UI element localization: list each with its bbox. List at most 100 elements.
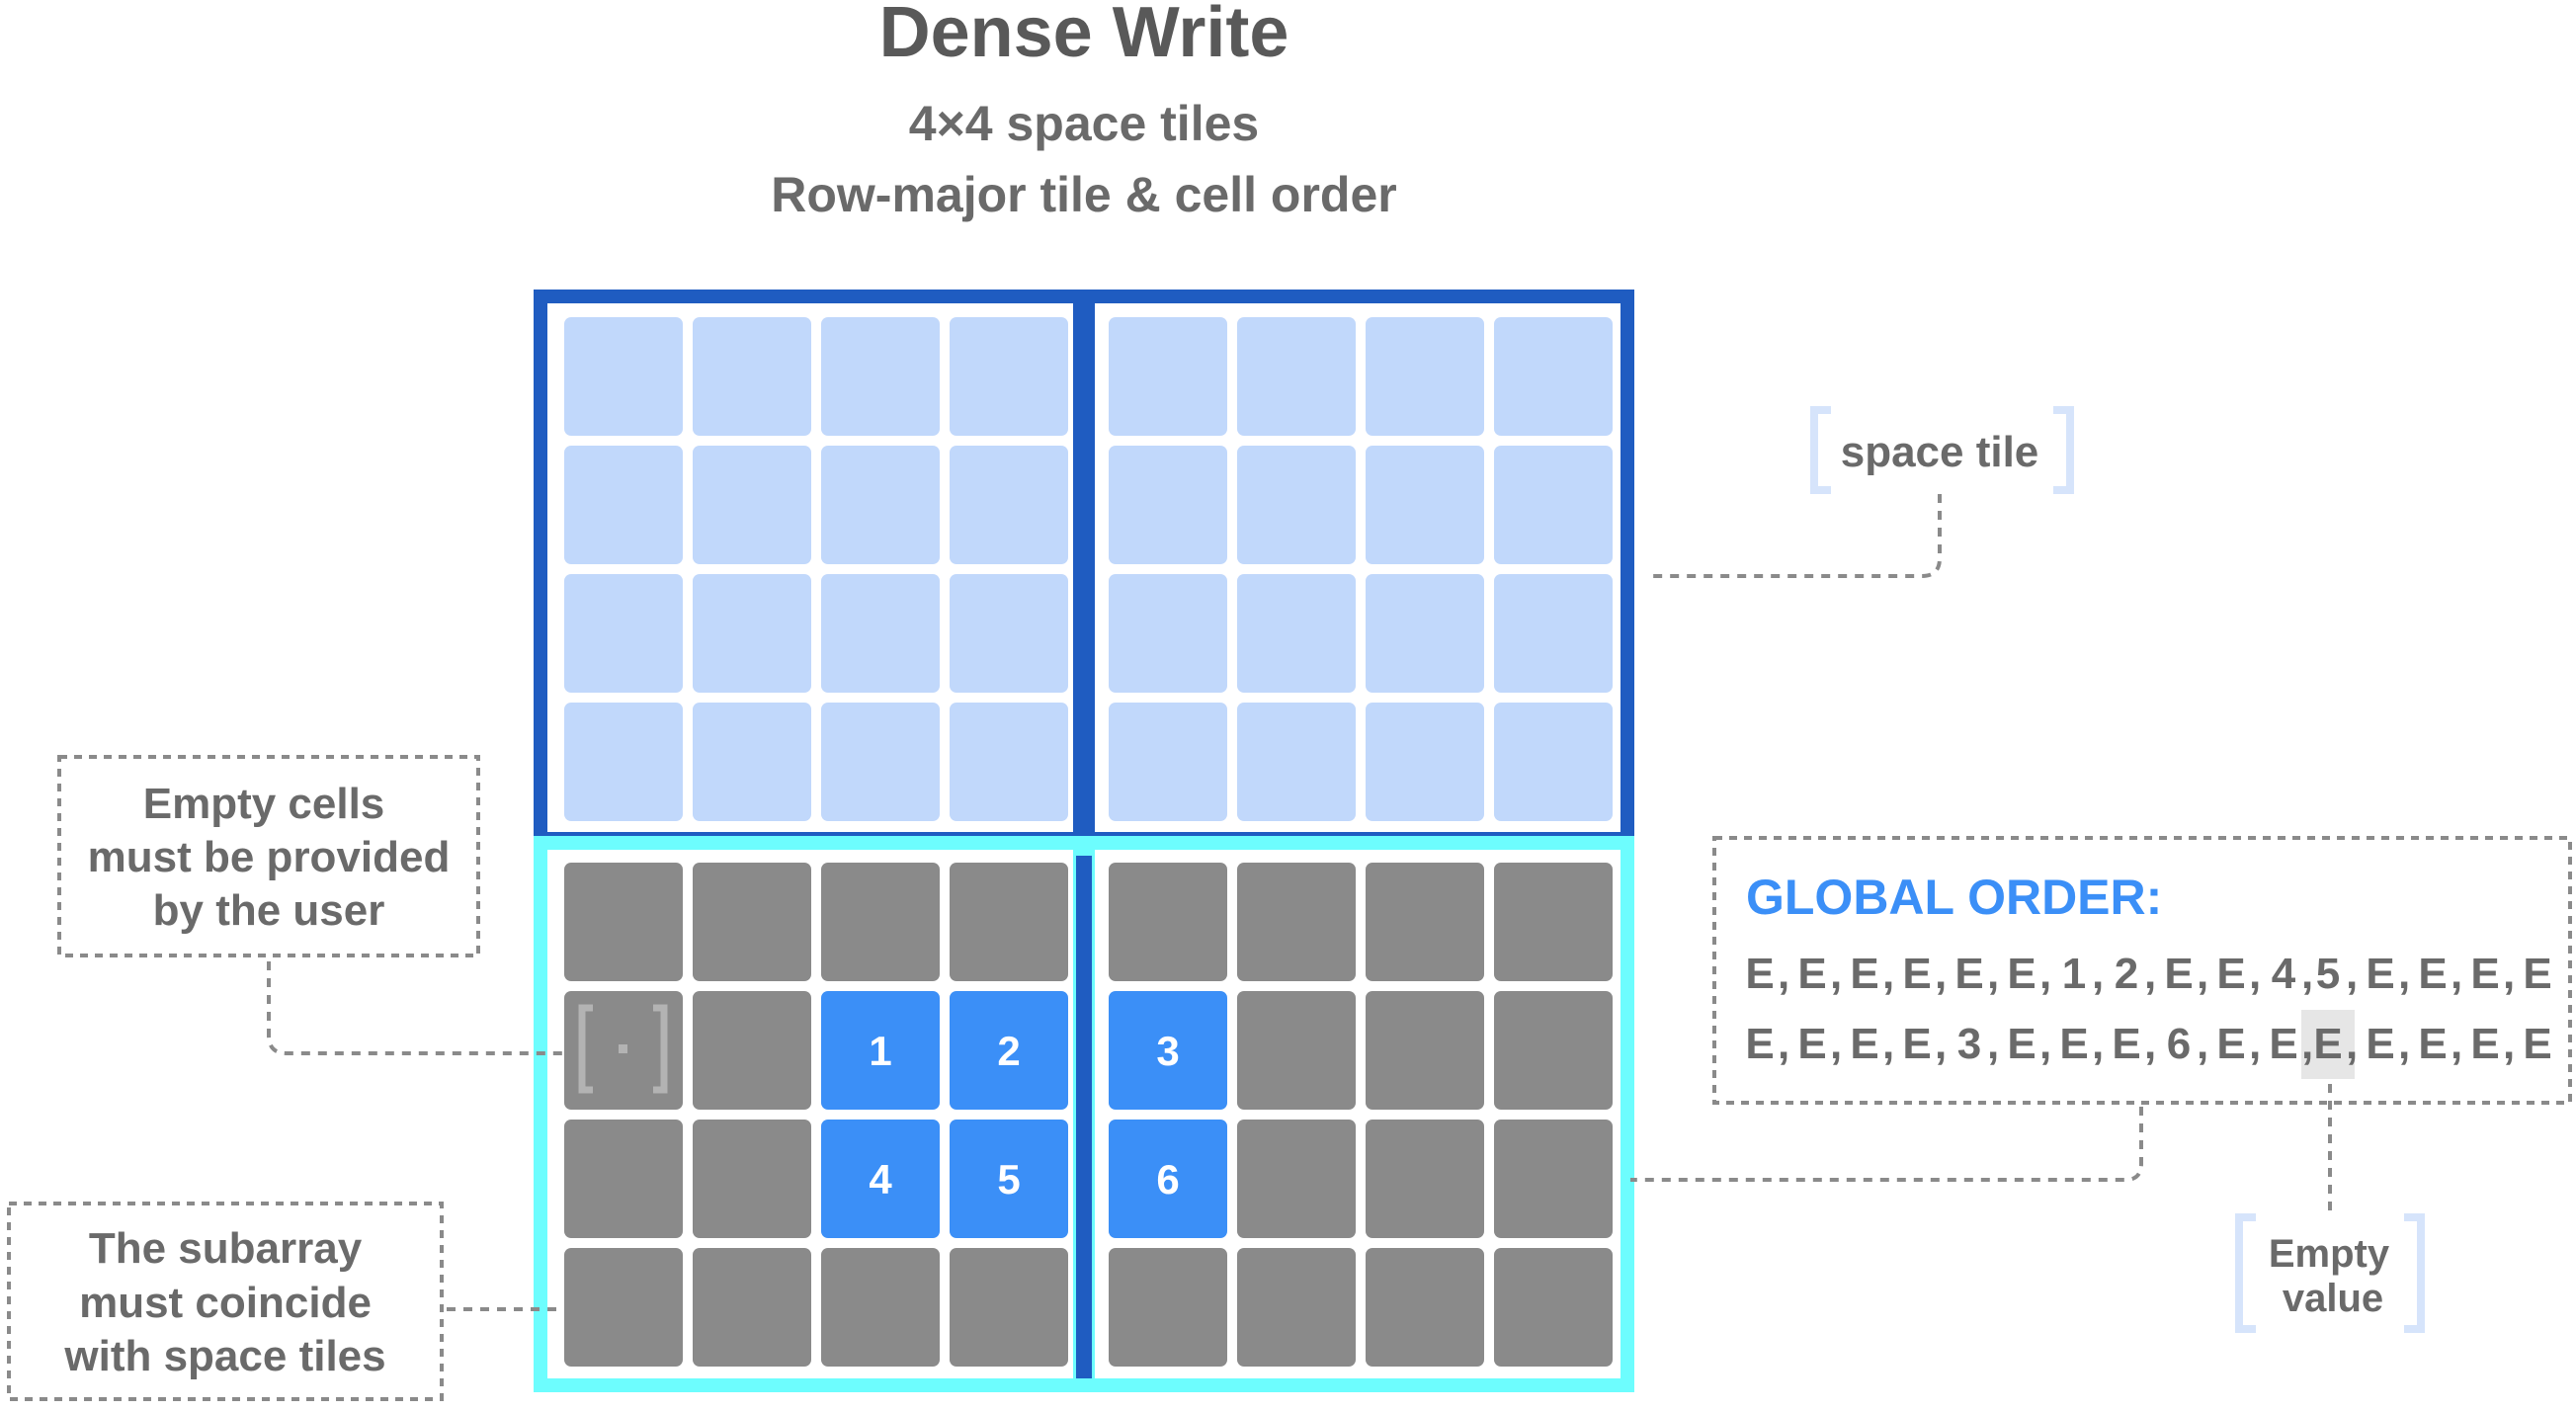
space-tile-cell <box>950 574 1068 693</box>
global-order-value: 3 <box>1957 1020 1981 1068</box>
global-order-value: E <box>2313 1020 2342 1068</box>
global-order-value: E <box>2470 1020 2499 1068</box>
space-tile-bracket-left <box>1810 406 1831 494</box>
global-order-value: E <box>1797 1020 1826 1068</box>
value-cell <box>950 991 1068 1110</box>
global-order-separator: , <box>2249 950 2261 998</box>
global-order-separator: , <box>1882 1020 1894 1068</box>
empty-cell <box>1494 1120 1613 1238</box>
global-order-value: E <box>1902 950 1931 998</box>
space-tile-cell <box>950 703 1068 821</box>
global-order-value: 4 <box>2272 950 2296 998</box>
global-order-row-2: E,E,E,E,3,E,E,E,6,E,E,E,E,E,E,E <box>1745 1020 2551 1068</box>
empty-cell <box>693 991 811 1110</box>
global-order-separator: , <box>2503 1020 2515 1068</box>
empty-value-line-1: Empty <box>2269 1232 2390 1276</box>
empty-cell <box>950 1248 1068 1367</box>
empty-value-line-2: value <box>2283 1277 2383 1320</box>
global-order-value: E <box>2523 950 2551 998</box>
empty-cell <box>693 1120 811 1238</box>
cell-value-label: 6 <box>1156 1156 1179 1203</box>
empty-value-bracket-right <box>2404 1213 2425 1333</box>
global-order-value: E <box>1954 950 1983 998</box>
global-order-callout: GLOBAL ORDER: E,E,E,E,E,E,1,2,E,E,4,5,E,… <box>1630 836 2572 1182</box>
empty-cells-line-1: Empty cells <box>143 780 385 828</box>
empty-cells-line-2: must be provided <box>88 833 451 881</box>
global-order-value: E <box>1850 1020 1878 1068</box>
space-tile-cell <box>821 574 940 693</box>
space-tile-connector <box>1648 494 1942 578</box>
global-order-value: E <box>2470 950 2499 998</box>
global-order-value: E <box>2216 950 2245 998</box>
global-order-value: E <box>2418 1020 2447 1068</box>
space-tile-label: space tile <box>1841 428 2039 476</box>
global-order-value: E <box>2112 1020 2140 1068</box>
global-order-row-1: E,E,E,E,E,E,1,2,E,E,4,5,E,E,E,E <box>1745 950 2551 998</box>
global-order-value: E <box>2366 950 2394 998</box>
empty-cell <box>821 863 940 981</box>
space-tile-cell <box>693 317 811 436</box>
empty-cell <box>1237 863 1356 981</box>
empty-marker-icon <box>578 1004 668 1094</box>
space-tile-cell <box>693 703 811 821</box>
space-tile-cell <box>1237 446 1356 564</box>
global-order-value: E <box>2523 1020 2551 1068</box>
global-order-separator: , <box>1778 950 1789 998</box>
global-order-value: E <box>1745 1020 1774 1068</box>
space-tile-cell <box>1494 317 1613 436</box>
empty-cell <box>693 863 811 981</box>
global-order-separator: , <box>2144 950 2156 998</box>
empty-cell <box>1494 991 1613 1110</box>
space-tile-cell <box>821 703 940 821</box>
space-tile-cell <box>1494 574 1613 693</box>
space-tile-cell <box>1366 446 1484 564</box>
empty-cells-callout: Empty cells must be provided by the user <box>57 755 567 1055</box>
space-tile-cell <box>821 317 940 436</box>
global-order-separator: , <box>1830 1020 1842 1068</box>
empty-cell <box>564 1120 683 1238</box>
global-order-value: 6 <box>2167 1020 2191 1068</box>
global-order-separator: , <box>1882 950 1894 998</box>
subarray-line-2: must coincide <box>79 1279 372 1327</box>
global-order-separator: , <box>1935 1020 1947 1068</box>
empty-value-callout: Empty value <box>2235 1084 2425 1333</box>
cell-value-label: 4 <box>869 1156 892 1203</box>
space-tile-cell <box>1237 574 1356 693</box>
empty-cell <box>564 1248 683 1367</box>
space-tile-cell <box>564 703 683 821</box>
empty-cell <box>1237 1248 1356 1367</box>
empty-cells-connector <box>267 961 567 1055</box>
global-order-separator: , <box>1987 1020 1999 1068</box>
empty-cell <box>1366 991 1484 1110</box>
space-tile-cell <box>950 317 1068 436</box>
space-tile-cell <box>564 446 683 564</box>
space-tile-cell <box>1109 703 1227 821</box>
empty-cell <box>821 1248 940 1367</box>
space-tile-cell <box>564 317 683 436</box>
global-order-separator: , <box>2451 1020 2462 1068</box>
space-tile-bracket-right <box>2053 406 2074 494</box>
global-order-title: GLOBAL ORDER: <box>1746 870 2162 925</box>
global-order-separator: , <box>2346 1020 2358 1068</box>
empty-cell <box>693 1248 811 1367</box>
empty-cell <box>564 863 683 981</box>
subarray-box <box>7 1202 444 1401</box>
space-tile-cell <box>1109 446 1227 564</box>
global-order-separator: , <box>2197 1020 2208 1068</box>
global-order-value: E <box>2007 950 2036 998</box>
empty-cells-line-3: by the user <box>153 886 385 935</box>
global-order-value: E <box>2164 950 2193 998</box>
empty-cells-box <box>57 755 480 957</box>
global-order-separator: , <box>2398 950 2410 998</box>
empty-cell <box>1366 1120 1484 1238</box>
subarray-line-1: The subarray <box>89 1224 363 1273</box>
space-tile-cell <box>1366 317 1484 436</box>
subarray-line-3: with space tiles <box>63 1332 385 1380</box>
cell-value-label: 1 <box>869 1028 891 1074</box>
value-cell <box>1109 1120 1227 1238</box>
global-order-separator: , <box>2197 950 2208 998</box>
space-tile-cell <box>693 446 811 564</box>
